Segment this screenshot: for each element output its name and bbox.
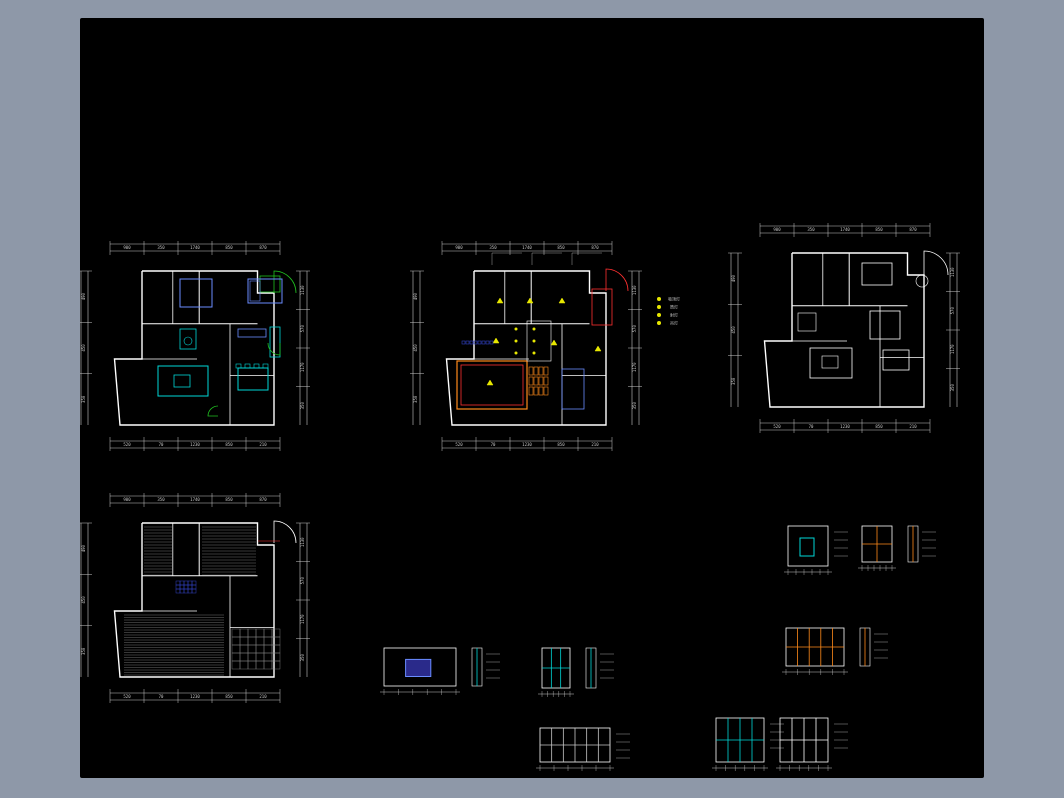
ceiling-plan: 900 350 1740 850 870 520 70 1230 850 210 490 450 350… <box>410 241 680 451</box>
dimension-label: 520 <box>123 442 131 447</box>
dimension-label: 70 <box>159 694 164 699</box>
elevation-bath-wall <box>538 647 614 697</box>
dimension-label: 850 <box>225 442 233 447</box>
dimension-label: 850 <box>225 694 233 699</box>
dimension-label: 350 <box>489 245 497 250</box>
dimension-label: 1230 <box>840 424 850 429</box>
elevation-tv-wall <box>380 647 500 695</box>
furniture-plan: 900 350 1740 850 870 520 70 1230 850 210 490 450 350… <box>80 241 310 451</box>
dimension-label: 1170 <box>632 362 637 372</box>
dimension-label: 210 <box>591 442 599 447</box>
dimension-label: 210 <box>259 694 267 699</box>
dimension-label: 870 <box>591 245 599 250</box>
dimension-label: 350 <box>300 654 305 662</box>
dimension-label: 570 <box>632 325 637 333</box>
dimension-label: 520 <box>773 424 781 429</box>
cad-drawing-sheet: 900 350 1740 850 870 520 70 1230 850 210 490 450 350… <box>80 223 960 771</box>
dimension-label: 520 <box>123 694 131 699</box>
dimension-label: 350 <box>807 227 815 232</box>
dimension-label: 210 <box>909 424 917 429</box>
elevation-wardrobe <box>536 727 630 771</box>
dimension-label: 1230 <box>190 442 200 447</box>
dimension-label: 450 <box>81 344 86 352</box>
dimension-label: 1230 <box>522 442 532 447</box>
dimension-label: 350 <box>413 395 418 403</box>
dimension-label: 350 <box>81 647 86 655</box>
dimension-label: 1740 <box>840 227 850 232</box>
dimension-label: 1130 <box>300 537 305 547</box>
legend-item-label: 筒灯 <box>670 304 678 310</box>
dimension-label: 1130 <box>632 285 637 295</box>
dimension-label: 350 <box>157 245 165 250</box>
legend-item-label: 吸顶灯 <box>668 296 680 302</box>
dimension-label: 1130 <box>300 285 305 295</box>
dimension-label: 900 <box>123 245 131 250</box>
dimension-label: 350 <box>950 384 955 392</box>
dimension-label: 570 <box>300 325 305 333</box>
dimension-label: 490 <box>81 292 86 300</box>
dimension-label: 350 <box>157 497 165 502</box>
section-door <box>784 525 848 575</box>
dimension-label: 900 <box>773 227 781 232</box>
dimension-label: 350 <box>81 395 86 403</box>
original-plan: 900 350 1740 850 870 520 70 1230 850 210 490 450 350… <box>728 223 960 433</box>
dimension-label: 850 <box>875 227 883 232</box>
cad-model-space[interactable]: 900 350 1740 850 870 520 70 1230 850 210 490 450 350… <box>80 18 984 778</box>
legend-item-label: 吊灯 <box>670 320 678 326</box>
elevation-cabinet <box>776 717 848 771</box>
dimension-label: 1130 <box>950 267 955 277</box>
dimension-label: 1170 <box>300 614 305 624</box>
dimension-label: 1740 <box>190 497 200 502</box>
dimension-label: 210 <box>259 442 267 447</box>
dimension-label: 1230 <box>190 694 200 699</box>
dimension-label: 850 <box>225 245 233 250</box>
dimension-label: 1740 <box>522 245 532 250</box>
dimension-label: 450 <box>413 344 418 352</box>
dimension-label: 900 <box>455 245 463 250</box>
dimension-label: 570 <box>950 307 955 315</box>
dimension-label: 70 <box>159 442 164 447</box>
dimension-label: 1740 <box>190 245 200 250</box>
dimension-label: 350 <box>731 377 736 385</box>
dimension-label: 350 <box>632 402 637 410</box>
dimension-label: 490 <box>81 544 86 552</box>
dimension-label: 850 <box>875 424 883 429</box>
floor-finish-plan: 900 350 1740 850 870 520 70 1230 850 210 490 450 350… <box>80 493 310 703</box>
dimension-label: 520 <box>455 442 463 447</box>
dimension-label: 850 <box>225 497 233 502</box>
dimension-label: 70 <box>809 424 814 429</box>
dimension-label: 570 <box>300 577 305 585</box>
dimension-label: 850 <box>557 442 565 447</box>
dimension-label: 70 <box>491 442 496 447</box>
dimension-label: 1170 <box>300 362 305 372</box>
dimension-label: 870 <box>909 227 917 232</box>
dimension-label: 850 <box>557 245 565 250</box>
dimension-label: 350 <box>300 402 305 410</box>
dimension-label: 490 <box>731 274 736 282</box>
dimension-label: 450 <box>731 326 736 334</box>
dimension-label: 1170 <box>950 344 955 354</box>
dimension-label: 870 <box>259 497 267 502</box>
elevation-kitchen <box>712 717 784 771</box>
dimension-label: 870 <box>259 245 267 250</box>
section-window <box>858 525 936 571</box>
elevation-study <box>782 627 888 675</box>
dimension-label: 490 <box>413 292 418 300</box>
dimension-label: 450 <box>81 596 86 604</box>
legend-item-label: 射灯 <box>670 312 678 318</box>
dimension-label: 900 <box>123 497 131 502</box>
